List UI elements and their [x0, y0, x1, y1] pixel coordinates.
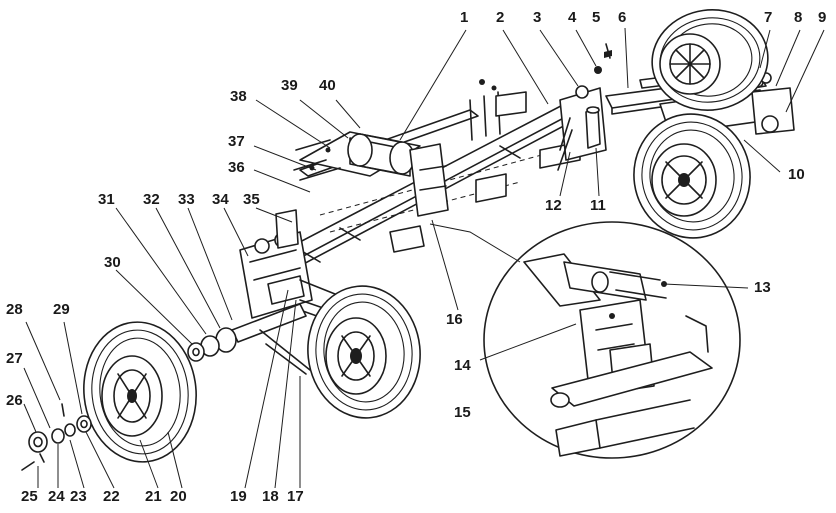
callout-19: 19	[230, 488, 247, 505]
callout-10: 10	[788, 166, 805, 183]
callout-39: 39	[281, 77, 298, 94]
callout-23: 23	[70, 488, 87, 505]
callout-22: 22	[103, 488, 120, 505]
callout-36: 36	[228, 159, 245, 176]
callout-4: 4	[568, 9, 577, 26]
callout-29: 29	[53, 301, 70, 318]
callout-2: 2	[496, 9, 505, 26]
callout-21: 21	[145, 488, 162, 505]
callout-20: 20	[170, 488, 187, 505]
callout-1: 1	[460, 9, 469, 26]
left-front-wheel	[83, 321, 197, 463]
callout-34: 34	[212, 191, 229, 208]
callout-32: 32	[143, 191, 160, 208]
callout-8: 8	[794, 9, 803, 26]
callout-13: 13	[754, 279, 771, 296]
right-lower-wheel	[633, 113, 751, 239]
callout-3: 3	[533, 9, 542, 26]
callout-17: 17	[287, 488, 304, 505]
callout-28: 28	[6, 301, 23, 318]
callout-40: 40	[319, 77, 336, 94]
leader-lines	[23, 27, 825, 489]
callout-11: 11	[590, 197, 606, 214]
callout-33: 33	[178, 191, 195, 208]
hitch-assembly	[293, 131, 449, 217]
left-center-wheel	[307, 285, 421, 419]
callout-27: 27	[6, 350, 23, 367]
callout-38: 38	[230, 88, 247, 105]
callout-12: 12	[545, 197, 562, 214]
detail-inset-circle	[483, 221, 741, 459]
callout-35: 35	[243, 191, 260, 208]
callout-25: 25	[21, 488, 38, 505]
left-axle-assembly	[187, 209, 357, 375]
right-rear-upper-wheel	[651, 9, 769, 111]
callout-37: 37	[228, 133, 245, 150]
callout-9: 9	[818, 9, 827, 26]
callout-24: 24	[48, 488, 65, 505]
callout-6: 6	[618, 9, 627, 26]
callout-30: 30	[104, 254, 121, 271]
callout-15: 15	[454, 404, 471, 421]
callout-16: 16	[446, 311, 463, 328]
callout-14: 14	[454, 357, 471, 374]
callout-7: 7	[764, 9, 773, 26]
callout-26: 26	[6, 392, 23, 409]
hub-parts	[21, 403, 92, 471]
callout-18: 18	[262, 488, 279, 505]
callout-31: 31	[98, 191, 115, 208]
callout-5: 5	[592, 9, 601, 26]
